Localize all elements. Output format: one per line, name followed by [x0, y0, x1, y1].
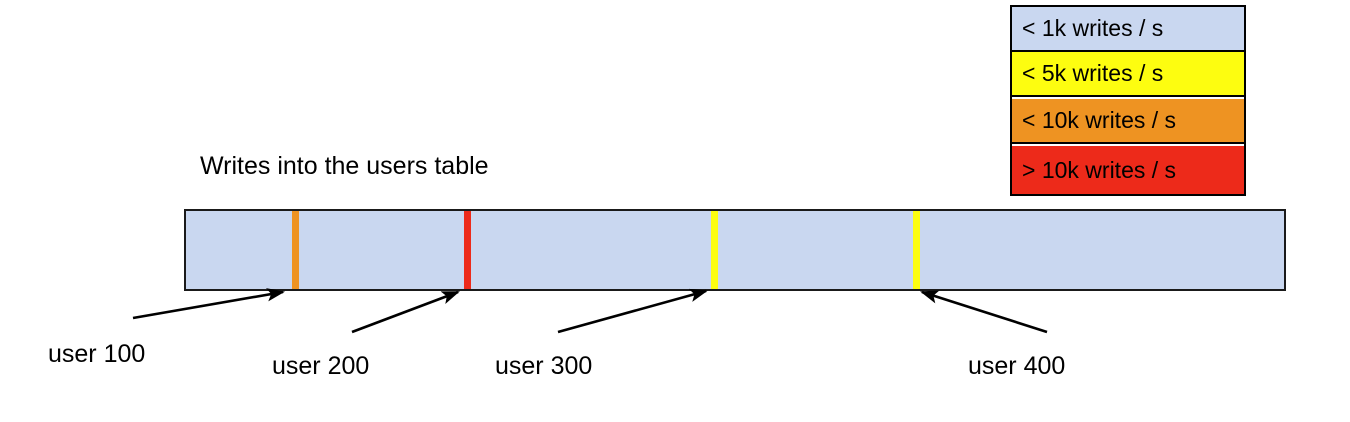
arrow-user-100 [132, 288, 286, 320]
arrow-user-200 [351, 290, 460, 334]
user-400-stripe [913, 211, 921, 289]
legend: < 1k writes / s < 5k writes / s < 10k wr… [1010, 5, 1246, 196]
arrow-user-400 [920, 290, 1048, 334]
legend-label: < 10k writes / s [1022, 107, 1177, 133]
users-table-bar [184, 209, 1286, 291]
chart-title: Writes into the users table [200, 152, 489, 180]
label-user-300: user 300 [495, 352, 593, 380]
legend-label: < 1k writes / s [1022, 15, 1164, 41]
legend-row-lt-10k: < 10k writes / s [1012, 99, 1244, 144]
arrow-user-300 [557, 288, 709, 334]
label-user-400: user 400 [968, 352, 1066, 380]
bar-background-fill [186, 211, 1284, 289]
legend-label: < 5k writes / s [1022, 60, 1164, 86]
user-100-stripe [291, 211, 299, 289]
user-300-stripe [711, 211, 719, 289]
legend-row-lt-5k: < 5k writes / s [1012, 52, 1244, 97]
legend-row-lt-1k: < 1k writes / s [1012, 7, 1244, 52]
legend-row-gt-10k: > 10k writes / s [1012, 146, 1244, 194]
legend-label: > 10k writes / s [1022, 156, 1177, 183]
user-200-stripe [464, 211, 471, 289]
label-user-100: user 100 [48, 340, 146, 368]
label-user-200: user 200 [272, 352, 370, 380]
